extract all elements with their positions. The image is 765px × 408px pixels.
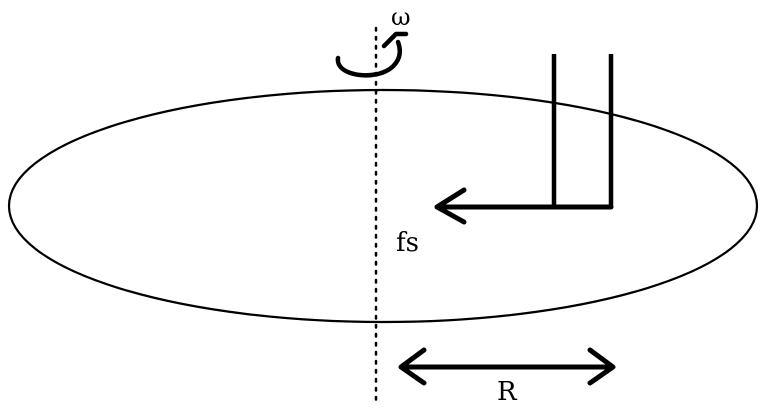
object-on-disk (551, 54, 614, 208)
rotating-disk (7, 88, 759, 324)
omega-label: ω (391, 3, 411, 31)
friction-force-arrow (434, 187, 614, 225)
rotation-arrow-icon (335, 31, 409, 78)
friction-force-label: fs (396, 228, 419, 258)
radius-label: R (497, 377, 518, 407)
radius-arrow (398, 347, 616, 386)
